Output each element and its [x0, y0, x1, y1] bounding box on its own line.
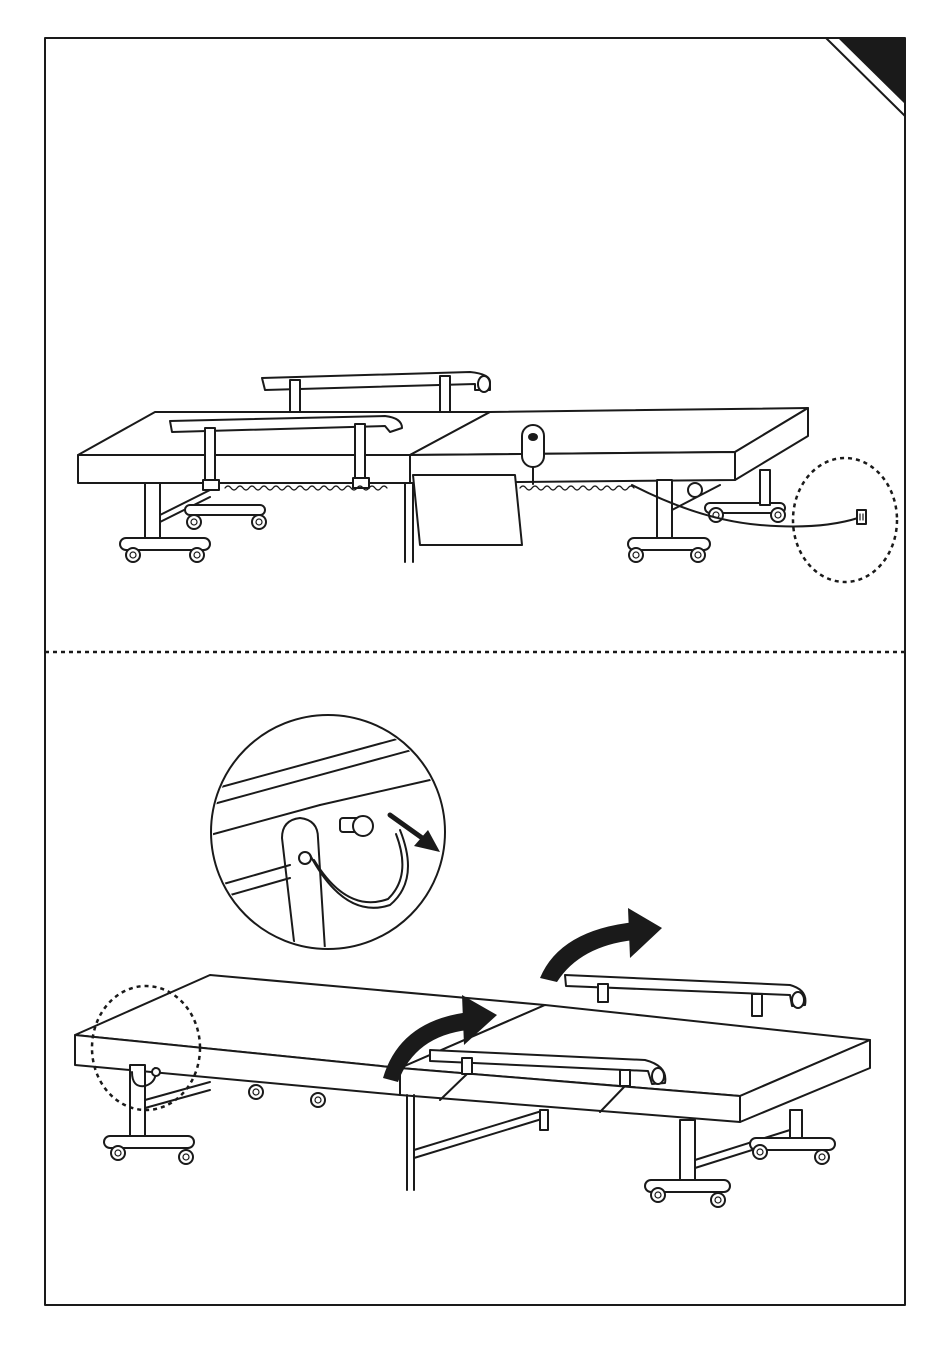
caster-top-4 [252, 515, 266, 529]
panel-top [78, 372, 897, 582]
caster-top-7 [709, 508, 723, 522]
caster-bottom-3 [249, 1085, 263, 1099]
caster-bottom-5 [651, 1188, 665, 1202]
caster-bottom-1 [111, 1146, 125, 1160]
caster-bottom-6 [711, 1193, 725, 1207]
center-support-panel [405, 475, 522, 562]
leg-base-right [628, 470, 785, 550]
caster-bottom-7 [753, 1145, 767, 1159]
caster-top-1 [126, 548, 140, 562]
caster-bottom-4 [311, 1093, 325, 1107]
caster-top-5 [629, 548, 643, 562]
wall-socket-icon [857, 510, 866, 524]
caster-bottom-2 [179, 1150, 193, 1164]
corner-tab-icon [826, 38, 905, 116]
power-plug-callout [793, 458, 897, 582]
caster-bottom-8 [815, 1150, 829, 1164]
spring-right [520, 486, 634, 490]
caster-top-3 [187, 515, 201, 529]
armrest-rear [262, 372, 490, 412]
caster-top-8 [771, 508, 785, 522]
caster-top-6 [691, 548, 705, 562]
caster-top-2 [190, 548, 204, 562]
detail-magnifier [210, 715, 445, 950]
page-border [45, 38, 905, 1305]
panel-bottom [75, 715, 870, 1207]
armrest-rear-bottom [565, 975, 805, 1016]
fold-up-arrow-icon-2 [540, 908, 662, 982]
center-support-bottom [407, 1095, 548, 1190]
leg-base-left-bottom [104, 1065, 210, 1148]
